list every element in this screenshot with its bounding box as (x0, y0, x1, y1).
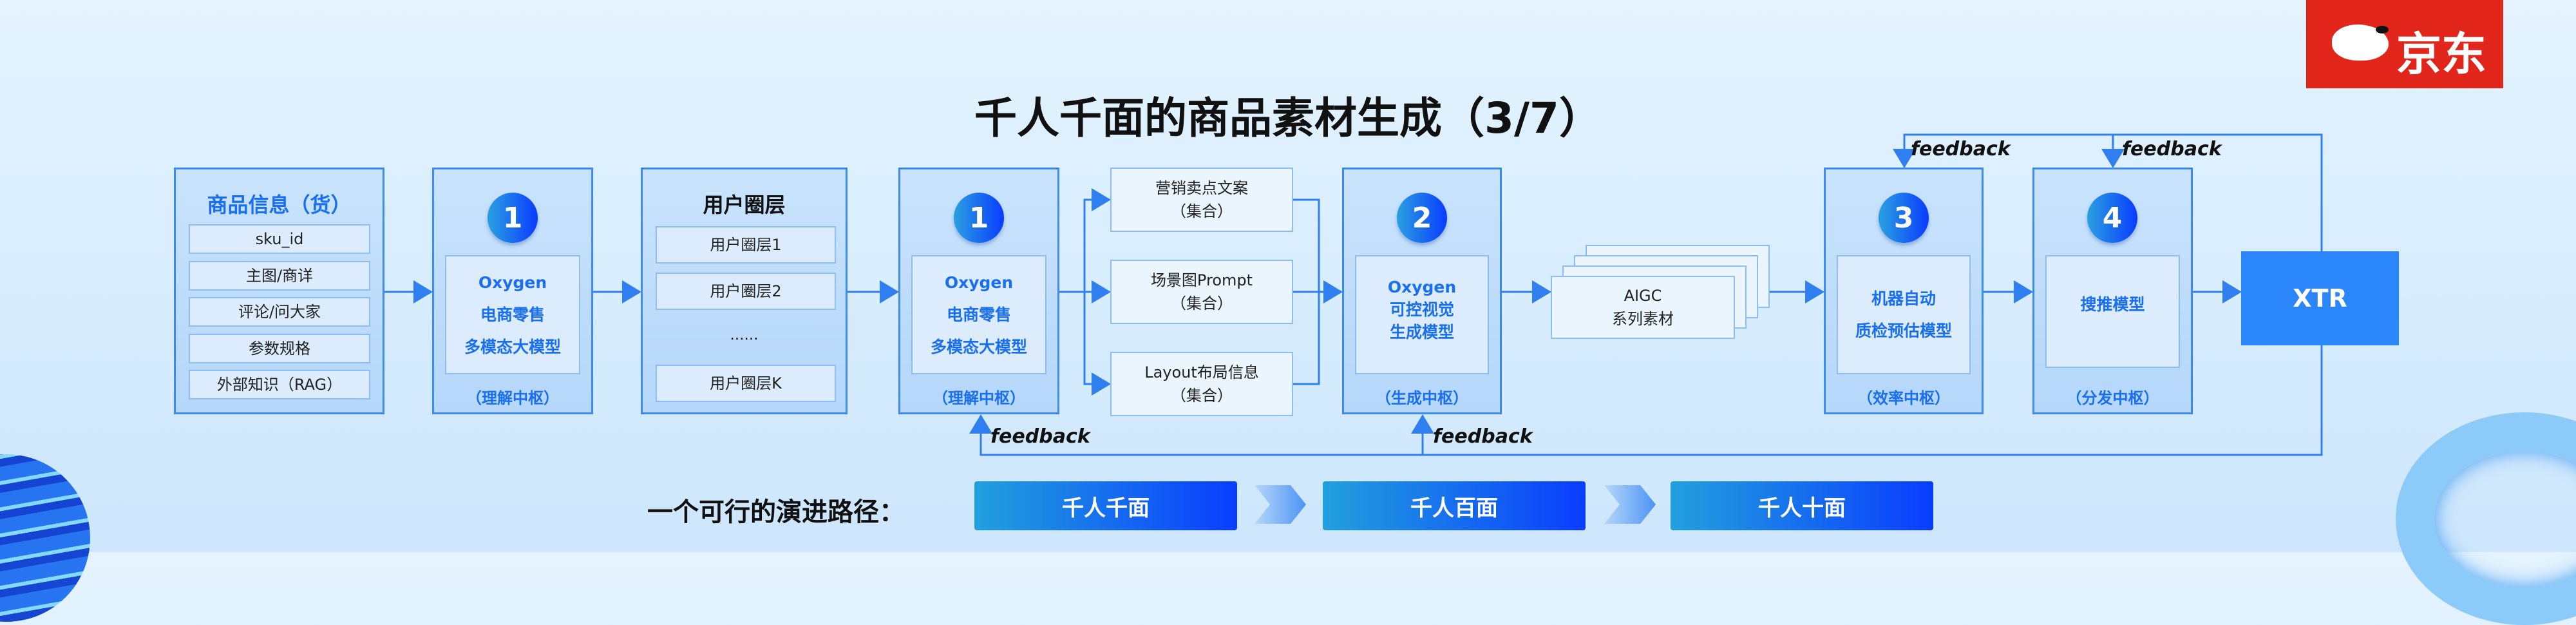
model-line: Oxygen (1387, 278, 1457, 296)
layout-info-set: Layout布局信息 （集合） (1110, 352, 1293, 416)
set-sublabel: （集合） (1171, 387, 1233, 405)
user-layers-panel: 用户圈层 用户圈层1 用户圈层2 …… 用户圈层K (641, 168, 848, 414)
jd-dog-nose (2376, 26, 2389, 34)
logo-text: 京东 (2396, 28, 2486, 81)
set-sublabel: （集合） (1171, 202, 1233, 220)
step-number-badge: 1 (954, 193, 1004, 243)
product-info-item: sku_id (189, 224, 370, 254)
understanding-hub-1: 1 Oxygen 电商零售 多模态大模型 （理解中枢） (432, 168, 593, 414)
set-sublabel: （集合） (1171, 294, 1233, 312)
model-line: 生成模型 (1389, 323, 1454, 341)
model-line: 电商零售 (946, 305, 1011, 324)
hub-label: （分发中枢） (2066, 389, 2159, 407)
model-box: Oxygen 可控视觉 生成模型 (1355, 255, 1489, 374)
hub-label: （生成中枢） (1376, 389, 1468, 407)
path-step-1: 千人千面 (974, 481, 1237, 530)
product-info-item: 评论/问大家 (189, 297, 370, 327)
product-info-item: 外部知识（RAG） (189, 370, 370, 399)
step-number-badge: 4 (2087, 193, 2137, 243)
model-line: 多模态大模型 (930, 337, 1027, 356)
path-step-3: 千人十面 (1671, 481, 1933, 530)
model-line: Oxygen (478, 273, 547, 292)
step-number-badge: 3 (1879, 193, 1929, 243)
user-layers-title: 用户圈层 (703, 193, 786, 217)
hub-label: （理解中枢） (466, 389, 559, 407)
xtr-box: XTR (2241, 251, 2399, 345)
model-line: 多模态大模型 (464, 337, 561, 356)
scene-prompt-set: 场景图Prompt （集合） (1110, 260, 1293, 324)
set-label: Layout布局信息 (1144, 363, 1259, 381)
feedback-label: feedback (1433, 425, 1533, 448)
set-label: 场景图Prompt (1150, 271, 1253, 289)
arrow (1083, 292, 1111, 396)
model-line: 机器自动 (1871, 289, 1936, 308)
connectors (384, 133, 2323, 456)
step-number-badge: 1 (488, 193, 538, 243)
step-number-badge: 2 (1397, 193, 1447, 243)
user-layer-item: 用户圈层1 (656, 226, 836, 264)
product-info-title: 商品信息（货） (207, 193, 352, 217)
ellipsis: …… (730, 327, 759, 343)
distribution-hub: 4 搜推模型 （分发中枢） (2032, 168, 2193, 414)
marketing-copy-set: 营销卖点文案 （集合） (1110, 168, 1293, 232)
model-line: 电商零售 (480, 305, 545, 324)
model-line: 可控视觉 (1389, 300, 1454, 319)
aigc-sublabel: 系列素材 (1612, 310, 1674, 328)
product-info-panel: 商品信息（货） sku_id 主图/商详 评论/问大家 参数规格 外部知识（RA… (174, 168, 384, 414)
set-label: 营销卖点文案 (1155, 179, 1248, 197)
model-line: Oxygen (944, 273, 1014, 292)
generation-hub: 2 Oxygen 可控视觉 生成模型 （生成中枢） (1342, 168, 1502, 414)
product-info-item: 参数规格 (189, 334, 370, 363)
path-step-2: 千人百面 (1323, 481, 1586, 530)
arrow (1083, 188, 1111, 292)
evolution-path-label: 一个可行的演进路径： (647, 497, 905, 527)
hub-label: （理解中枢） (933, 389, 1025, 407)
aigc-materials-card: AIGC 系列素材 (1551, 276, 1735, 339)
aigc-label: AIGC (1624, 287, 1662, 305)
hub-label: （效率中枢） (1857, 389, 1950, 407)
feedback-bottom-line (969, 345, 2323, 456)
feedback-label: feedback (1911, 138, 2011, 160)
understanding-hub-2: 1 Oxygen 电商零售 多模态大模型 （理解中枢） (898, 168, 1059, 414)
page-title: 千人千面的商品素材生成（3/7） (974, 93, 1602, 143)
model-line: 质检预估模型 (1855, 321, 1952, 340)
user-layer-item: 用户圈层K (656, 365, 836, 402)
efficiency-hub: 3 机器自动 质检预估模型 （效率中枢） (1824, 168, 1984, 414)
jd-logo: 京东 (2306, 0, 2503, 88)
feedback-label: feedback (2122, 138, 2222, 160)
model-box: 搜推模型 (2045, 255, 2180, 368)
user-layer-item: 用户圈层2 (656, 273, 836, 310)
model-box: 机器自动 质检预估模型 (1837, 255, 1971, 374)
model-box: Oxygen 电商零售 多模态大模型 (445, 255, 580, 374)
feedback-label: feedback (990, 425, 1090, 448)
model-box: Oxygen 电商零售 多模态大模型 (911, 255, 1046, 374)
product-info-item: 主图/商详 (189, 261, 370, 291)
model-line: 搜推模型 (2080, 295, 2145, 314)
